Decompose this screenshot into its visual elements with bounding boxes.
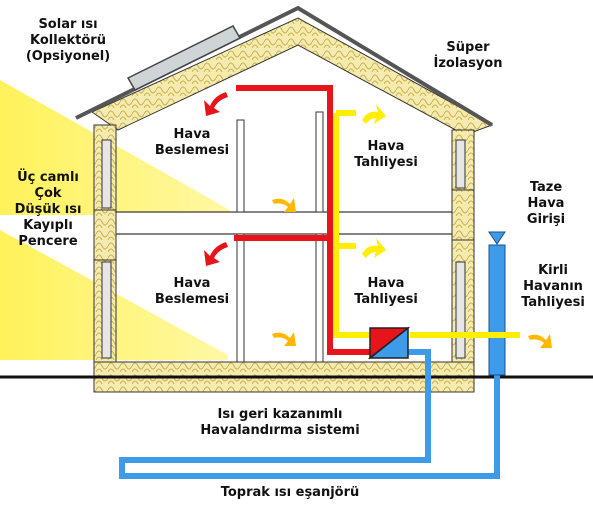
window-label: Üç camlı Çok Düşük ısı Kayıplı Pencere — [14, 170, 82, 249]
solar-collector — [126, 25, 242, 91]
ground-heat-exchanger-label: Toprak ısı eşanjörü — [220, 485, 360, 500]
windows — [101, 139, 466, 359]
dirty-air-exhaust-label: Kirli Havanın Tahliyesi — [521, 263, 585, 310]
supply-duct — [236, 85, 372, 355]
fresh-air-intake-label: Taze Hava Girişi — [526, 180, 566, 227]
air-exhaust-upper-label: Hava Tahliyesi — [354, 139, 418, 170]
interior-columns — [236, 111, 324, 363]
floor-slab — [111, 211, 459, 235]
supply-arrow-icon — [204, 92, 228, 266]
exhaust-arrow-icon — [362, 104, 386, 258]
fresh-air-arrow — [488, 231, 506, 245]
air-exhaust-lower-label: Hava Tahliyesi — [354, 276, 418, 307]
fresh-air-intake-pipe — [488, 244, 506, 376]
air-supply-lower-label: Hava Beslemesi — [154, 276, 230, 307]
airflow-arrow-icon — [272, 198, 552, 348]
heat-recovery-unit — [367, 326, 411, 360]
air-supply-upper-label: Hava Beslemesi — [154, 127, 230, 158]
floor-insulation-left — [93, 209, 117, 261]
floor-insulation-right — [451, 189, 475, 241]
solar-collector-label: Solar ısı Kollektörü (Opsiyonel) — [25, 17, 111, 64]
ground-heat-exchanger-duct — [119, 349, 500, 479]
exhaust-duct — [333, 113, 370, 338]
heat-recovery-label: Isı geri kazanımlı Havalandırma sistemi — [200, 407, 360, 438]
super-insulation-label: Süper İzolasyon — [433, 40, 503, 71]
